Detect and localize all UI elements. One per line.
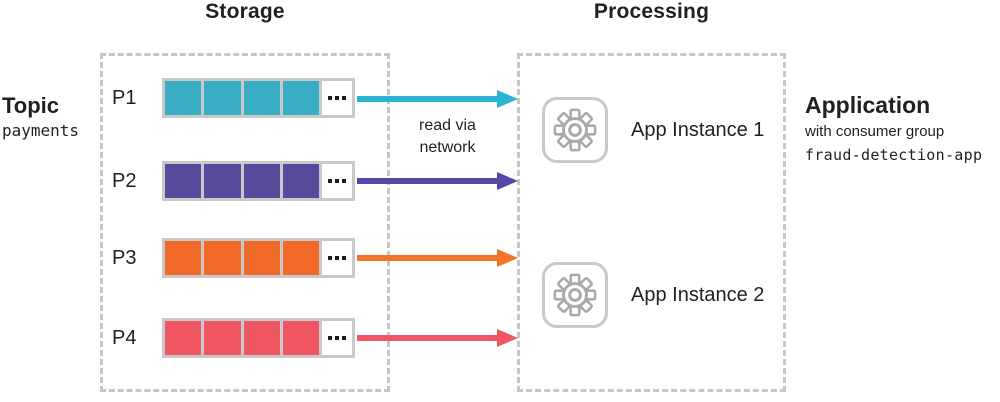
- partition-cell: [243, 81, 280, 115]
- ellipsis-dot: [328, 179, 332, 183]
- note-line: read via: [419, 117, 476, 134]
- partition-cell: [204, 81, 241, 115]
- ellipsis-cell: [322, 321, 352, 355]
- ellipsis-dot: [335, 336, 339, 340]
- partition-cell: [282, 164, 319, 198]
- application-heading: Application: [805, 92, 931, 118]
- ellipsis-dot: [328, 96, 332, 100]
- partition-cell: [204, 321, 241, 355]
- ellipsis-dot: [335, 96, 339, 100]
- application-block: Application with consumer group fraud-de…: [805, 92, 982, 164]
- topic-heading: Topic: [2, 93, 60, 118]
- partition-label: P1: [112, 86, 137, 109]
- note-line: network: [419, 138, 476, 156]
- partition-cell: [165, 321, 202, 355]
- partition-cell: [282, 241, 319, 275]
- partition-box: [162, 318, 355, 358]
- processing-boundary-box: [517, 53, 786, 392]
- partition-box: [162, 78, 355, 118]
- topic-block: Topic payments: [2, 93, 80, 141]
- consumer-group-name: fraud-detection-app: [805, 146, 983, 165]
- partition-cell: [204, 241, 241, 275]
- ellipsis-dot: [342, 96, 346, 100]
- app-instance-2: App Instance 2: [542, 262, 764, 328]
- storage-section-title: Storage: [205, 0, 285, 23]
- topic-name: payments: [2, 121, 80, 141]
- processing-section-title: Processing: [593, 0, 710, 23]
- partition-cell: [243, 321, 280, 355]
- storage-boundary-box: [100, 53, 390, 392]
- arrow-head: [497, 329, 518, 347]
- arrow-head: [497, 90, 518, 108]
- partition-label: P2: [112, 169, 137, 192]
- application-subheading: with consumer group: [805, 123, 945, 141]
- ellipsis-dot: [335, 179, 339, 183]
- app-instance-label: App Instance 1: [631, 118, 765, 141]
- partition-cell: [165, 164, 202, 198]
- ellipsis-dot: [342, 179, 346, 183]
- partition-row-p2: P2: [112, 161, 355, 201]
- app-instance-label: App Instance 2: [631, 283, 765, 306]
- partition-box: [162, 238, 355, 278]
- app-instance-badge: [542, 97, 608, 163]
- ellipsis-cell: [322, 164, 352, 198]
- partition-cell: [204, 164, 241, 198]
- read-via-network-note: read via network: [400, 115, 495, 158]
- partition-row-p1: P1: [112, 78, 355, 118]
- partition-cell: [282, 81, 319, 115]
- arrow-head: [497, 172, 518, 190]
- gear-icon: [553, 273, 597, 317]
- ellipsis-dot: [342, 256, 346, 260]
- app-instance-badge: [542, 262, 608, 328]
- partition-label: P4: [112, 326, 137, 349]
- ellipsis-dot: [328, 256, 332, 260]
- arrow-head: [497, 249, 518, 267]
- partition-label: P3: [112, 246, 137, 269]
- partition-row-p4: P4: [112, 318, 355, 358]
- ellipsis-cell: [322, 241, 352, 275]
- ellipsis-cell: [322, 81, 352, 115]
- ellipsis-dot: [328, 336, 332, 340]
- partition-row-p3: P3: [112, 238, 355, 278]
- partition-cell: [165, 241, 202, 275]
- partition-cell: [243, 241, 280, 275]
- app-instance-1: App Instance 1: [542, 97, 764, 163]
- ellipsis-dot: [342, 336, 346, 340]
- partition-cell: [282, 321, 319, 355]
- partition-cell: [243, 164, 280, 198]
- gear-icon: [553, 108, 597, 152]
- partition-cell: [165, 81, 202, 115]
- partition-box: [162, 161, 355, 201]
- ellipsis-dot: [335, 256, 339, 260]
